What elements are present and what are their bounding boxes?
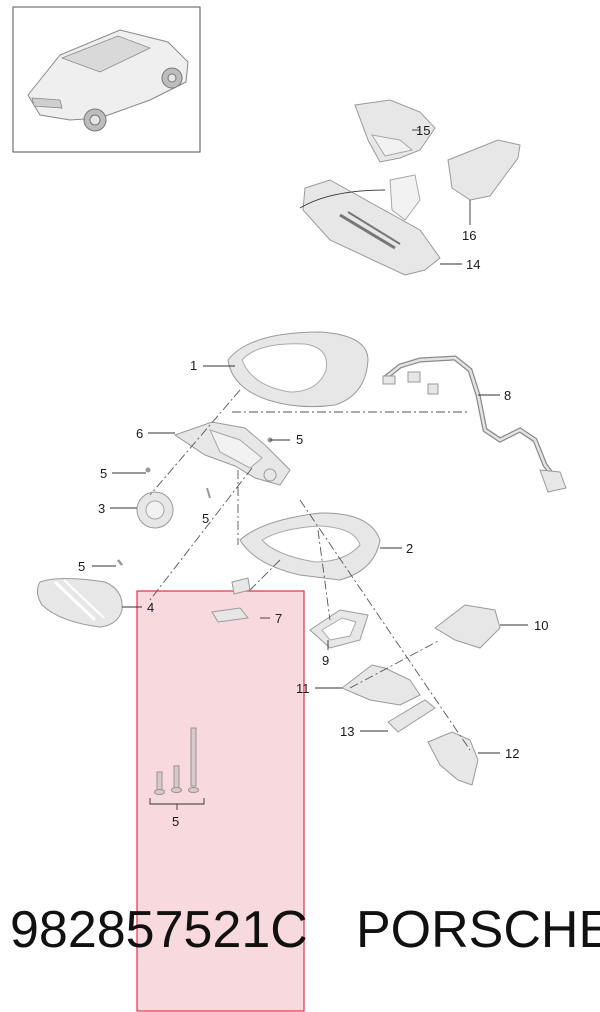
callout-7: 7 bbox=[275, 611, 282, 626]
part-4-mirror-glass bbox=[36, 578, 123, 628]
highlight-box bbox=[136, 590, 305, 1012]
callout-9: 9 bbox=[322, 653, 329, 668]
part-6-mirror-base bbox=[173, 421, 291, 486]
callout-8: 8 bbox=[504, 388, 511, 403]
callout-5-d: 5 bbox=[78, 559, 85, 574]
part-9-bezel bbox=[309, 609, 369, 649]
callout-1: 1 bbox=[190, 358, 197, 373]
callout-11: 11 bbox=[296, 681, 310, 696]
callout-16: 16 bbox=[462, 228, 476, 243]
part-14-rearview-mirror bbox=[299, 174, 441, 276]
part-13-seal bbox=[387, 699, 436, 733]
part-10-trim-panel bbox=[434, 604, 501, 649]
vehicle-thumbnail bbox=[12, 6, 201, 153]
part-12-lamp-assembly bbox=[427, 731, 479, 786]
callout-2: 2 bbox=[406, 541, 413, 556]
part-5-screw-set bbox=[149, 727, 205, 810]
part-7-turn-signal bbox=[211, 577, 251, 623]
part-1-mirror-cap bbox=[227, 331, 369, 408]
brand-label: PORSCHE bbox=[356, 901, 600, 959]
callout-15: 15 bbox=[416, 123, 430, 138]
callout-10: 10 bbox=[534, 618, 548, 633]
callout-5-e: 5 bbox=[172, 814, 179, 829]
part-16-mirror-trim bbox=[447, 139, 521, 201]
callout-5-b: 5 bbox=[296, 432, 303, 447]
part-15-mirror-cover bbox=[354, 99, 436, 163]
callout-6: 6 bbox=[136, 426, 143, 441]
callout-5-a: 5 bbox=[100, 466, 107, 481]
part-11-lower-cover bbox=[341, 664, 421, 706]
callout-5-c: 5 bbox=[202, 511, 209, 526]
callout-12: 12 bbox=[505, 746, 519, 761]
callout-labels: 1 2 3 4 5 5 5 5 5 6 7 8 9 10 11 12 13 14… bbox=[78, 123, 548, 829]
callout-3: 3 bbox=[98, 501, 105, 516]
callout-13: 13 bbox=[340, 724, 354, 739]
callout-14: 14 bbox=[466, 257, 480, 272]
assembly-lines bbox=[149, 389, 471, 751]
part-3-adjust-motor bbox=[136, 491, 174, 529]
part-2-mirror-housing bbox=[239, 512, 381, 581]
callout-4: 4 bbox=[147, 600, 154, 615]
part-8-wiring-harness bbox=[382, 355, 567, 493]
leader-lines bbox=[92, 129, 528, 754]
part-number-label: 982857521C bbox=[10, 901, 308, 959]
